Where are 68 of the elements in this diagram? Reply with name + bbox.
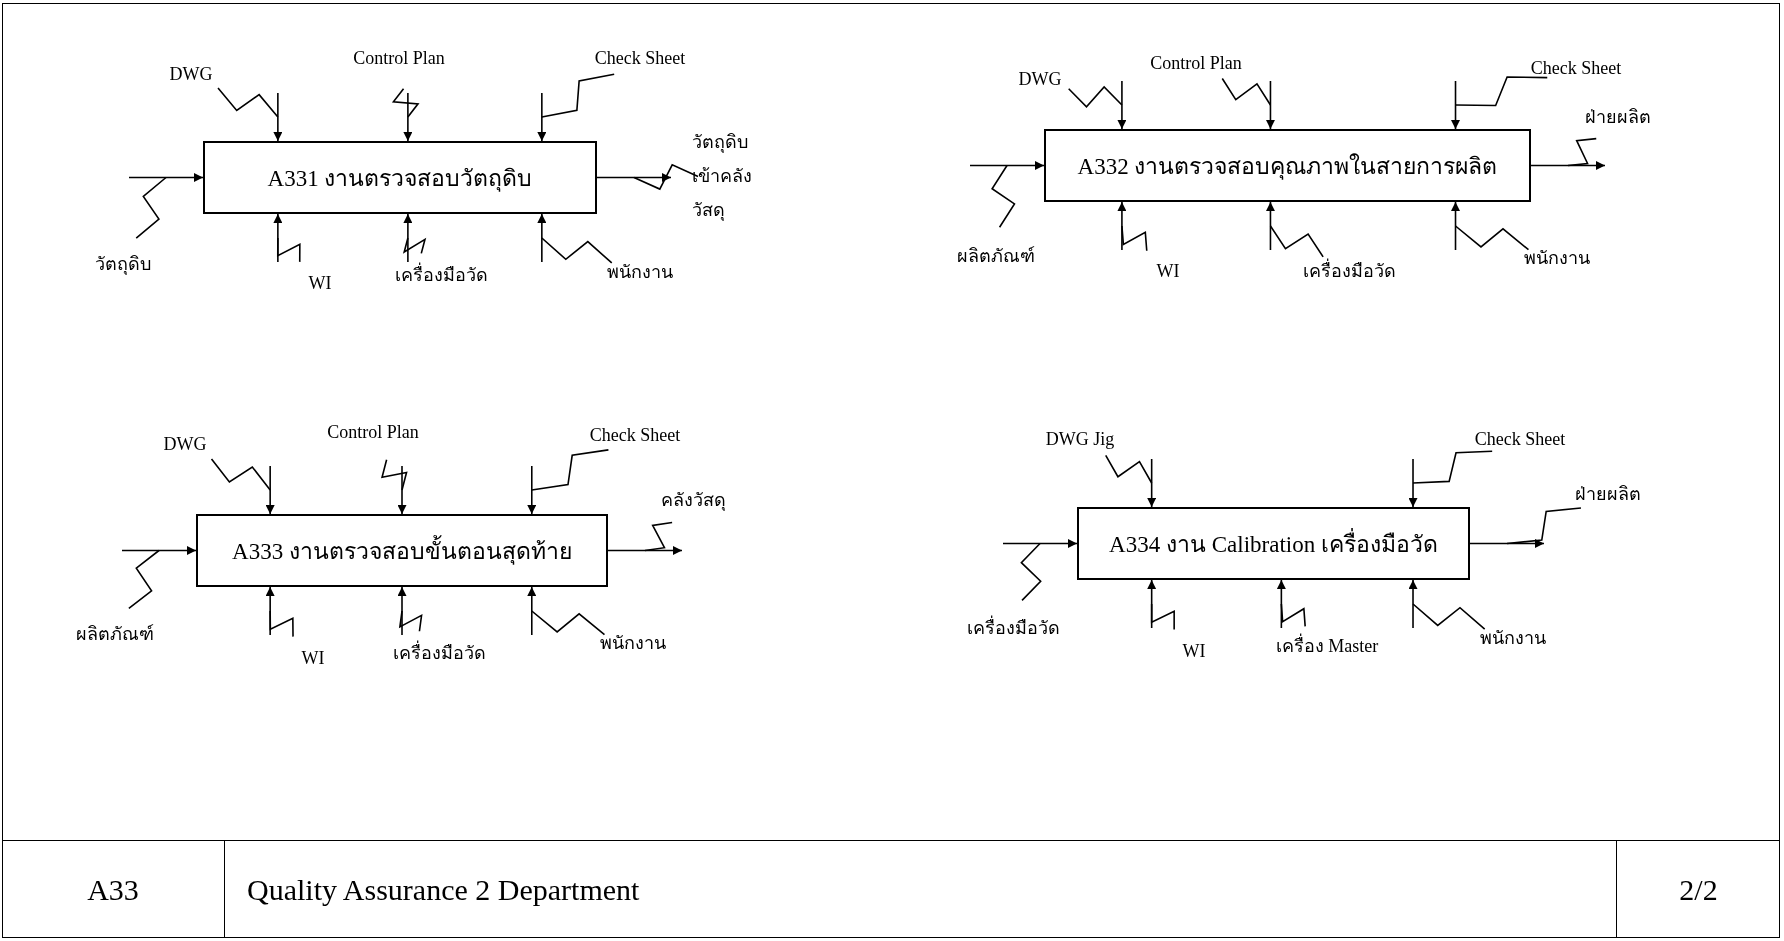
- arrow: [1265, 201, 1275, 251]
- arrow: [1276, 579, 1286, 629]
- arrow: [403, 92, 413, 142]
- edge-label: วัตถุดิบเข้าคลังวัสดุ: [692, 131, 753, 223]
- edge-label: คลังวัสดุ: [660, 490, 726, 512]
- title-block-text: 2/2: [1679, 872, 1718, 907]
- arrow: [537, 213, 547, 263]
- arrow: [1147, 579, 1157, 629]
- arrow: [403, 213, 413, 263]
- edge-label: Check Sheet: [594, 48, 686, 70]
- arrow: [1002, 539, 1078, 548]
- arrow: [537, 92, 547, 142]
- arrow: [265, 465, 275, 515]
- activity-box: [1044, 129, 1531, 202]
- arrow: [596, 173, 672, 182]
- arrow: [273, 92, 283, 142]
- arrow: [397, 465, 407, 515]
- activity-title: A331 งานตรวจสอบวัตถุดิบ: [267, 164, 533, 194]
- arrow: [1451, 80, 1460, 130]
- edge-label: วัตถุดิบ: [95, 254, 151, 276]
- edge-label: Control Plan: [353, 48, 445, 70]
- arrow: [1265, 80, 1275, 130]
- edge-label: DWG: [163, 434, 207, 456]
- arrow: [527, 586, 537, 636]
- activity-box: [196, 514, 608, 587]
- edge-label: Control Plan: [1150, 53, 1242, 75]
- edge-label: ผลิตภัณฑ์: [957, 246, 1035, 268]
- edge-label: ฝ่ายผลิต: [1575, 484, 1641, 506]
- title-block-text: A33: [87, 872, 139, 907]
- edge-label: WI: [301, 648, 325, 670]
- activity-title: A334 งาน Calibration เครื่องมือวัด: [1109, 525, 1438, 562]
- edge-label: DWG: [1018, 69, 1062, 91]
- arrow: [1117, 201, 1127, 251]
- edge-label: ฝ่ายผลิต: [1585, 107, 1651, 129]
- edge-label: ผลิตภัณฑ์: [76, 624, 154, 646]
- arrow: [1408, 458, 1418, 508]
- arrow: [1117, 80, 1127, 130]
- arrow: [1408, 579, 1418, 629]
- activity-box: [203, 141, 597, 214]
- edge-label: DWG: [169, 64, 213, 86]
- edge-label: พนักงาน: [1524, 248, 1590, 270]
- arrow: [1469, 539, 1545, 548]
- arrow: [527, 465, 537, 515]
- arrow: [265, 586, 275, 636]
- arrow: [1530, 161, 1606, 170]
- activity-title: A333 งานตรวจสอบขั้นตอนสุดท้าย: [232, 532, 572, 569]
- arrow: [1147, 458, 1157, 508]
- activity-box: [1077, 507, 1470, 580]
- edge-label: Control Plan: [327, 422, 419, 444]
- title-block-text: Quality Assurance 2 Department: [247, 872, 640, 907]
- arrow: [273, 213, 283, 263]
- edge-label: Check Sheet: [589, 425, 681, 447]
- arrow: [128, 173, 204, 182]
- edge-label: Check Sheet: [1530, 58, 1622, 80]
- edge-label: WI: [1182, 641, 1206, 663]
- edge-label: DWG Jig: [1045, 429, 1115, 451]
- arrow: [1451, 201, 1460, 251]
- edge-label: พนักงาน: [607, 262, 673, 284]
- arrow: [969, 161, 1045, 170]
- edge-label: WI: [308, 273, 332, 295]
- arrow: [121, 546, 197, 555]
- arrow: [607, 546, 683, 555]
- edge-label: พนักงาน: [600, 633, 666, 655]
- activity-title: A332 งานตรวจสอบคุณภาพในสายการผลิต: [1077, 152, 1498, 182]
- arrow: [397, 586, 407, 636]
- edge-label: WI: [1156, 261, 1180, 283]
- edge-label: Check Sheet: [1474, 429, 1566, 451]
- edge-label: พนักงาน: [1480, 628, 1546, 650]
